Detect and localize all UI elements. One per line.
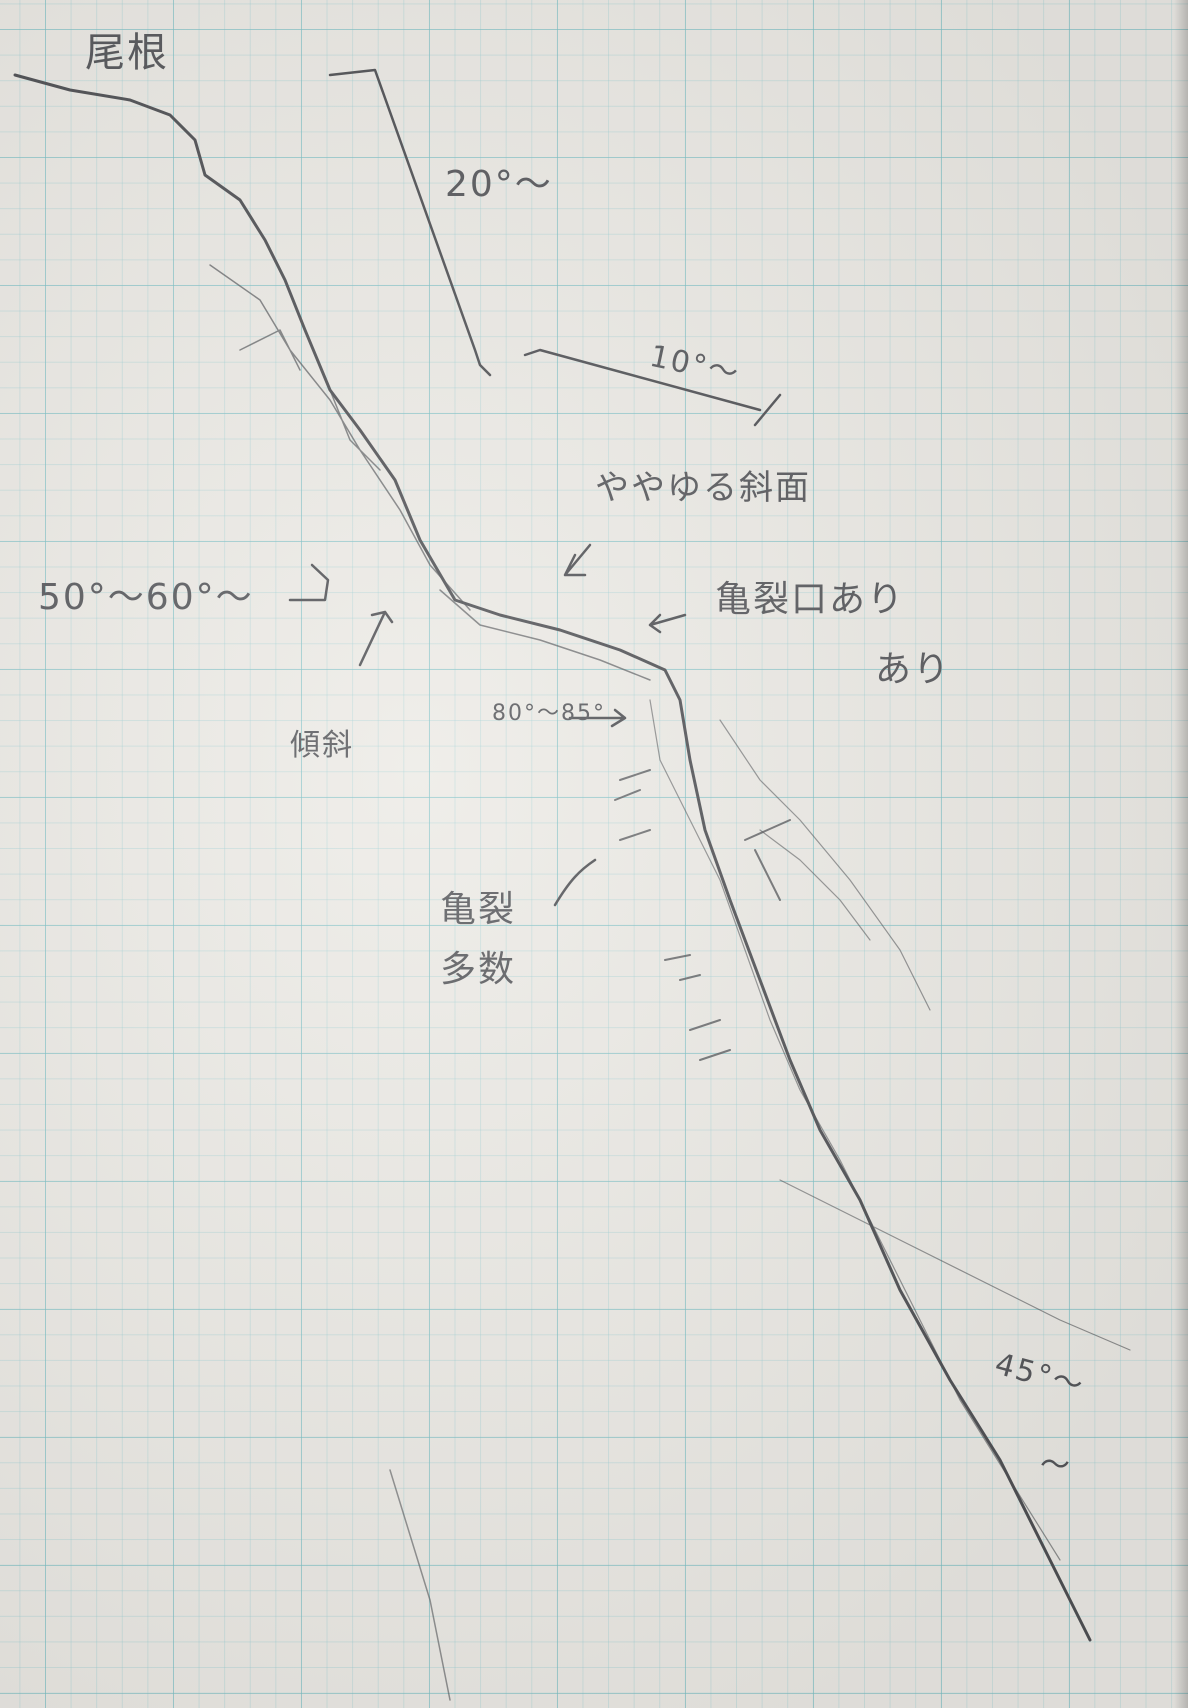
angle-label-20: 20°〜 [445,164,553,205]
crack-label: 亀裂口あり [715,579,906,620]
crack-label-line2: あり [875,649,952,690]
ridge-label: 尾根 [85,30,169,76]
page-edge-shadow [1174,0,1188,1708]
arrow-slip [358,610,394,667]
slope-profile-shading [209,264,651,681]
angle-label-bottom-line2: 〜 [1040,1448,1072,1483]
slope-lower-shading [649,699,1131,1561]
arrow-80-85 [568,708,627,728]
slope-profile-line [13,73,1092,1642]
arrow-slightly-steep [563,543,592,577]
crack-tilde [553,858,597,907]
faint-line [389,1469,451,1701]
slightly-steep-label: ややゆる斜面 [595,468,811,508]
cracks-label: 亀裂 [440,889,517,930]
angle-label-80-85: 80°〜85° [492,701,606,726]
cracks-label-line2: 多数 [440,949,517,990]
arrow-50-60 [288,563,330,602]
slip-label: 傾斜 [290,728,354,763]
crack-marks [614,769,791,1061]
angle-label-50-60: 50°〜60°〜 [38,577,254,618]
angle-guide-upper [328,68,782,427]
arrow-crack [648,613,687,634]
